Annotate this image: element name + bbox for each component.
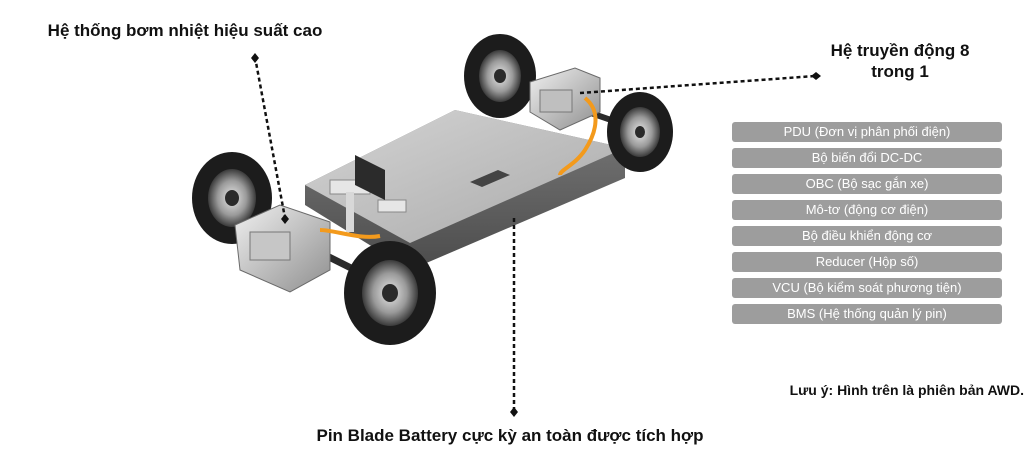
component-item: VCU (Bộ kiểm soát phương tiện) [732,278,1002,298]
callout-battery: Pin Blade Battery cực kỳ an toàn được tí… [316,426,704,445]
wheel-rear-right [607,92,673,172]
battery-modules [329,155,407,232]
rear-drive-unit [529,67,601,131]
leader-heat-pump [251,53,289,224]
wheel-front-right [344,241,436,345]
front-drive-unit [234,204,331,293]
component-item: PDU (Đơn vị phân phối điện) [732,122,1002,142]
component-item: Bộ biến đổi DC-DC [732,148,1002,168]
callout-heat-pump: Hệ thống bơm nhiệt hiệu suất cao [47,21,323,40]
leader-drive-system [579,72,821,95]
component-item: Mô-tơ (động cơ điện) [732,200,1002,220]
component-item: Bộ điều khiển động cơ [732,226,1002,246]
component-item: OBC (Bộ sạc gắn xe) [732,174,1002,194]
awd-note: Lưu ý: Hình trên là phiên bản AWD. [789,382,1024,398]
component-list: PDU (Đơn vị phân phối điện) Bộ biến đổi … [732,122,1002,330]
leader-battery [510,218,518,417]
component-item: BMS (Hệ thống quản lý pin) [732,304,1002,324]
wheel-rear-left [464,34,536,118]
callout-drive-system: Hệ truyền động 8 trong 1 [830,41,970,81]
component-item: Reducer (Hộp số) [732,252,1002,272]
